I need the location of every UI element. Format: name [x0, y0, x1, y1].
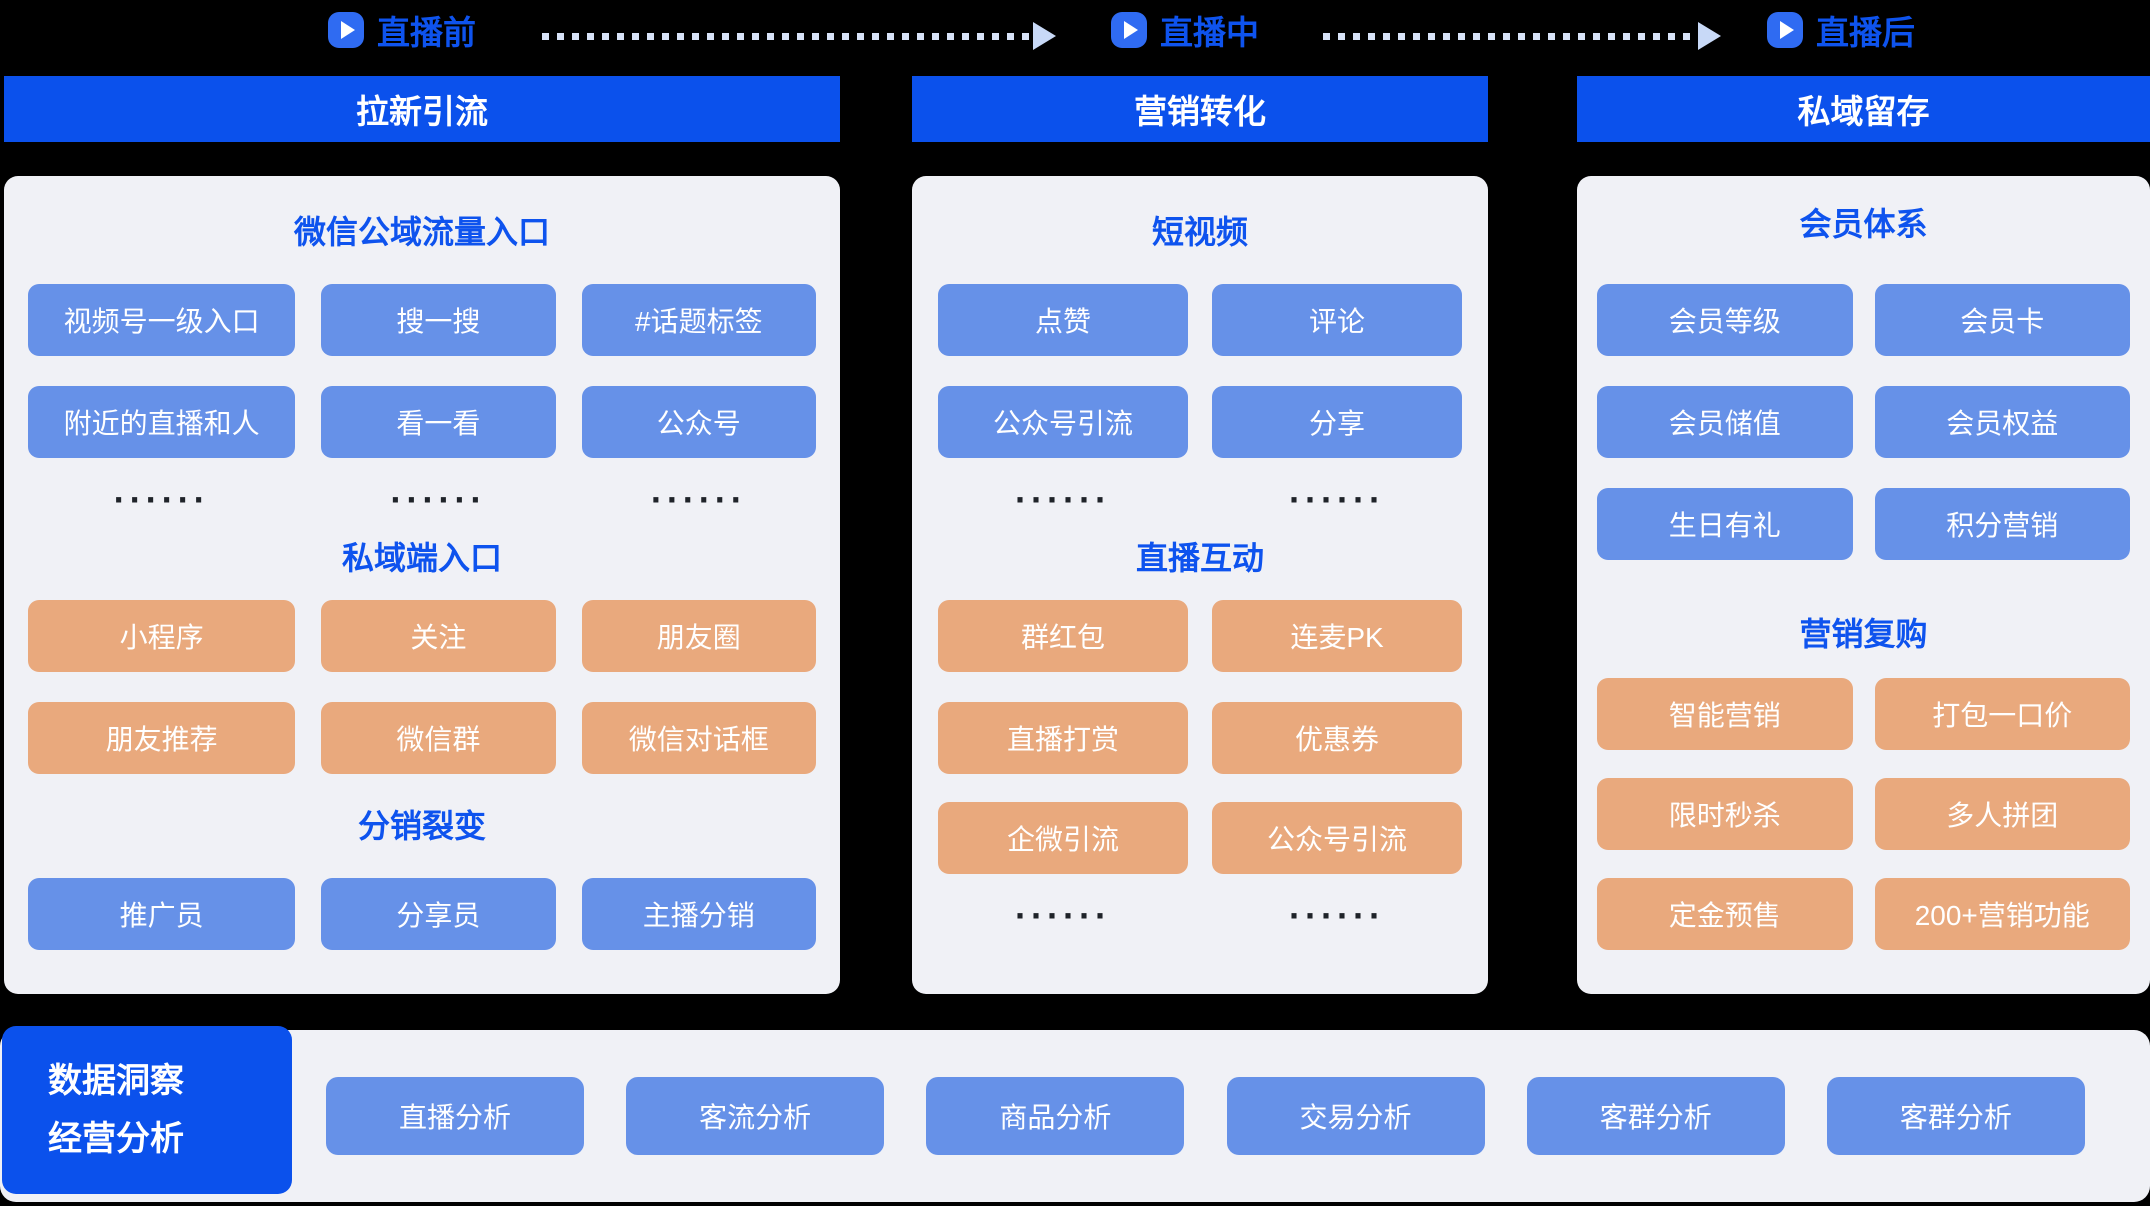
stage-label: 直播后	[1816, 14, 1915, 51]
dotted-arrow-icon	[542, 22, 1056, 50]
feature-chip: 定金预售	[1597, 878, 1853, 950]
ellipsis: ······	[390, 479, 487, 520]
feature-chip: 小程序	[28, 600, 296, 672]
feature-chip: 多人拼团	[1874, 778, 2130, 850]
ellipsis: ······	[113, 479, 210, 520]
ellipsis: ······	[1289, 479, 1385, 520]
play-icon	[1767, 12, 1803, 48]
feature-chip: 打包一口价	[1874, 678, 2130, 750]
ellipsis: ······	[1289, 895, 1385, 936]
analytics-chip: 交易分析	[1226, 1077, 1485, 1155]
section-title: 微信公域流量入口	[293, 214, 550, 250]
feature-chip: 企微引流	[938, 802, 1188, 874]
feature-chip: 公众号引流	[1212, 802, 1462, 874]
analytics-buttons: 直播分析 客流分析 商品分析 交易分析 客群分析 客群分析	[293, 1030, 2150, 1202]
feature-chip: 朋友圈	[581, 600, 816, 672]
panel-retention: 会员体系 会员等级 会员卡 会员储值 会员权益 生日有礼 积分营销 营销复购 智…	[1577, 176, 2150, 994]
play-icon	[328, 12, 364, 48]
feature-chip: 会员卡	[1874, 284, 2130, 356]
analytics-chip: 客流分析	[626, 1077, 885, 1155]
play-icon	[1111, 12, 1147, 48]
feature-chip: 看一看	[321, 386, 556, 458]
analytics-chip: 客群分析	[1826, 1077, 2085, 1155]
ellipsis: ······	[1015, 479, 1111, 520]
feature-chip: 分享	[1212, 386, 1462, 458]
stage-label: 直播前	[377, 14, 476, 51]
section-title: 营销复购	[1799, 616, 1928, 652]
feature-chip: 附近的直播和人	[28, 386, 296, 458]
ellipsis: ······	[1015, 895, 1111, 936]
data-insight-box: 数据洞察 经营分析	[2, 1026, 292, 1194]
stage-after-live: 直播后	[1767, 8, 1915, 52]
feature-chip: 群红包	[938, 600, 1188, 672]
column-header-conversion: 营销转化	[912, 76, 1488, 142]
section-title: 分销裂变	[357, 808, 486, 844]
feature-chip: 直播打赏	[938, 702, 1188, 774]
analytics-chip: 直播分析	[326, 1077, 584, 1155]
feature-chip: 搜一搜	[321, 284, 556, 356]
feature-chip: 公众号引流	[938, 386, 1188, 458]
stage-before-live: 直播前	[328, 8, 476, 52]
feature-chip: 生日有礼	[1597, 488, 1853, 560]
feature-chip: 评论	[1212, 284, 1462, 356]
section-title: 短视频	[1151, 214, 1248, 250]
feature-chip: 积分营销	[1874, 488, 2130, 560]
feature-chip: #话题标签	[581, 284, 816, 356]
feature-chip: 主播分销	[581, 878, 816, 950]
insight-line1: 数据洞察	[48, 1062, 184, 1100]
feature-chip: 朋友推荐	[28, 702, 296, 774]
feature-chip: 点赞	[938, 284, 1188, 356]
feature-chip: 限时秒杀	[1597, 778, 1853, 850]
feature-chip: 分享员	[321, 878, 556, 950]
panel-acquisition: 微信公域流量入口 视频号一级入口 搜一搜 #话题标签 附近的直播和人 看一看 公…	[4, 176, 840, 994]
feature-chip: 会员储值	[1597, 386, 1853, 458]
feature-chip: 关注	[321, 600, 556, 672]
feature-chip: 公众号	[581, 386, 816, 458]
feature-chip: 连麦PK	[1212, 600, 1462, 672]
dotted-arrow-icon	[1323, 22, 1721, 50]
feature-chip: 会员权益	[1874, 386, 2130, 458]
column-header-acquisition: 拉新引流	[4, 76, 840, 142]
stage-during-live: 直播中	[1111, 8, 1259, 52]
analytics-chip: 客群分析	[1526, 1077, 1785, 1155]
section-title: 会员体系	[1799, 206, 1928, 242]
analytics-chip: 商品分析	[926, 1077, 1185, 1155]
feature-chip: 推广员	[28, 878, 296, 950]
feature-chip: 200+营销功能	[1874, 878, 2130, 950]
feature-chip: 会员等级	[1597, 284, 1853, 356]
feature-chip: 优惠券	[1212, 702, 1462, 774]
feature-chip: 智能营销	[1597, 678, 1853, 750]
panel-conversion: 短视频 点赞 评论 公众号引流 分享 ······ ······ 直播互动 群红…	[912, 176, 1488, 994]
section-title: 私域端入口	[341, 540, 502, 576]
ellipsis: ······	[650, 479, 747, 520]
feature-chip: 视频号一级入口	[28, 284, 296, 356]
insight-line2: 经营分析	[48, 1120, 184, 1158]
stage-label: 直播中	[1160, 14, 1259, 51]
feature-chip: 微信对话框	[581, 702, 816, 774]
feature-chip: 微信群	[321, 702, 556, 774]
column-header-retention: 私域留存	[1577, 76, 2150, 142]
section-title: 直播互动	[1135, 540, 1264, 576]
